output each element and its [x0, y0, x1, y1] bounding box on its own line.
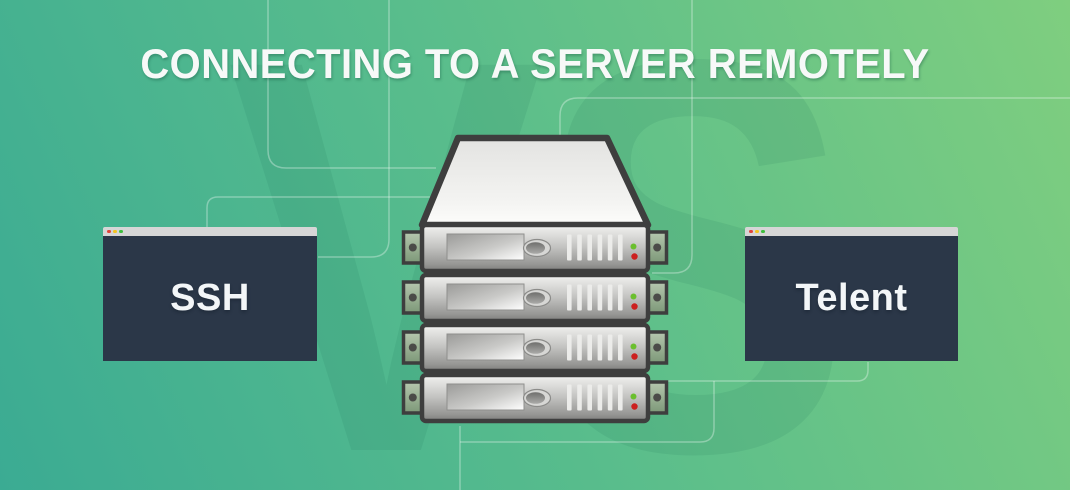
telnet-label: Telent — [795, 277, 908, 319]
page-title: CONNECTING TO A SERVER REMOTELY — [140, 40, 930, 87]
titlebar-dot-yellow-icon — [755, 229, 759, 234]
telnet-terminal-window: Telent — [745, 227, 958, 361]
titlebar-dot-red-icon — [107, 229, 111, 234]
circuit-line — [559, 97, 1070, 174]
circuit-line — [318, 0, 390, 258]
window-titlebar — [103, 227, 317, 236]
circuit-line — [652, 362, 869, 382]
server-stack-illustration — [400, 134, 670, 435]
circuit-line — [460, 381, 715, 443]
circuit-line — [206, 196, 430, 228]
server-unit-4 — [404, 375, 667, 421]
ssh-terminal-body: SSH — [103, 236, 317, 361]
telnet-terminal-body: Telent — [745, 236, 958, 361]
server-unit-2 — [404, 275, 667, 321]
circuit-line — [652, 0, 693, 274]
ssh-terminal-window: SSH — [103, 227, 317, 361]
titlebar-dot-green-icon — [761, 229, 765, 234]
ssh-label: SSH — [170, 277, 250, 319]
server-lid — [418, 134, 652, 229]
server-unit-3 — [404, 325, 667, 371]
server-unit-1 — [404, 225, 667, 271]
window-titlebar — [745, 227, 958, 236]
circuit-line — [267, 0, 436, 169]
titlebar-dot-yellow-icon — [113, 229, 117, 234]
titlebar-dot-green-icon — [119, 229, 123, 234]
titlebar-dot-red-icon — [749, 229, 753, 234]
server-units-group — [404, 225, 667, 421]
